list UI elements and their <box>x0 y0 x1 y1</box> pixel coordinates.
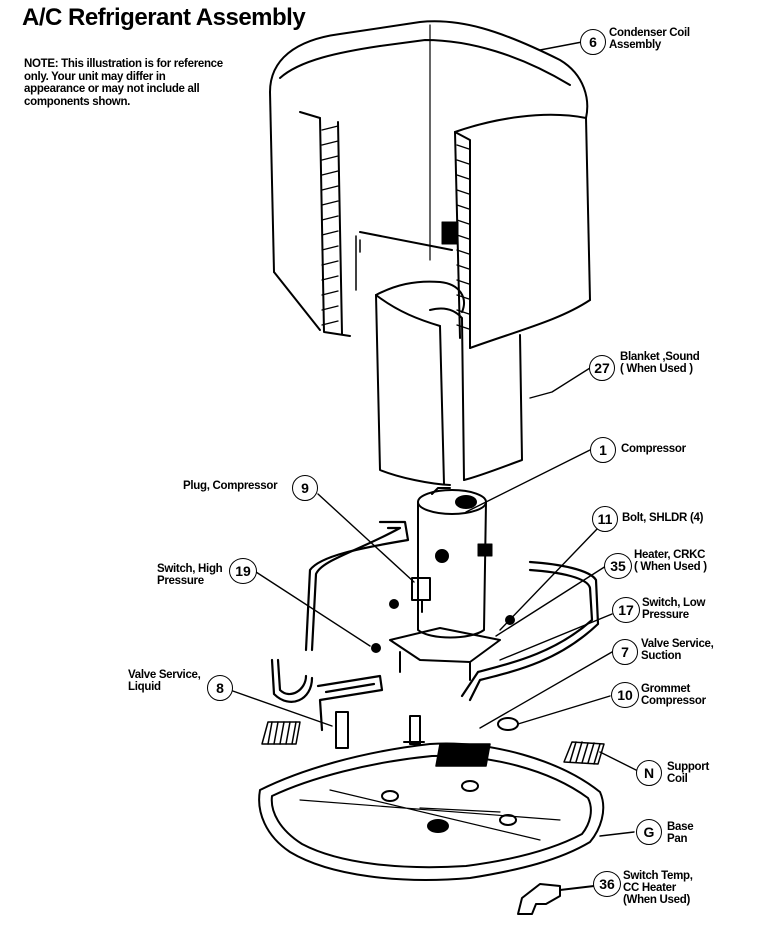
callout-number-19: 19 <box>229 558 257 584</box>
callout-number-17: 17 <box>612 597 640 623</box>
callout-label-sound-blanket: Blanket ,Sound( When Used ) <box>620 351 700 375</box>
compressor-drawing <box>389 487 493 639</box>
callout-number-N: N <box>636 760 662 786</box>
callout-number-27: 27 <box>589 355 615 381</box>
callout-number-36: 36 <box>593 871 621 897</box>
diagram-title: A/C Refrigerant Assembly <box>22 4 306 31</box>
condenser-coil-drawing <box>269 20 591 349</box>
refrigerant-tubing-drawing <box>270 520 600 732</box>
callout-number-G: G <box>636 819 662 845</box>
callout-number-1: 1 <box>590 437 616 463</box>
base-pan-drawing <box>258 742 605 881</box>
callout-label-bolt-shldr: Bolt, SHLDR (4) <box>622 512 704 524</box>
callout-label-valve-service-liquid: Valve Service,Liquid <box>128 669 201 693</box>
callout-label-plug-compressor: Plug, Compressor <box>183 480 278 492</box>
support-coil-drawing <box>261 721 605 767</box>
callout-number-10: 10 <box>611 682 639 708</box>
callout-number-9: 9 <box>292 475 318 501</box>
callout-label-valve-service-suction: Valve Service,Suction <box>641 638 714 662</box>
reference-note: NOTE: This illustration is for reference… <box>24 58 223 108</box>
callout-label-heater-crkc: Heater, CRKC( When Used ) <box>634 549 707 573</box>
service-valves-drawing <box>335 711 519 749</box>
compressor-mount-drawing <box>371 615 515 681</box>
callout-number-8: 8 <box>207 675 233 701</box>
sound-blanket-drawing <box>375 280 523 486</box>
callout-label-compressor: Compressor <box>621 443 686 455</box>
callout-number-7: 7 <box>612 639 638 665</box>
leader-lines <box>229 41 637 837</box>
callout-number-6: 6 <box>580 29 606 55</box>
callout-number-11: 11 <box>592 506 618 532</box>
switch-temp-drawing <box>517 883 595 915</box>
callout-label-switch-temp: Switch Temp,CC Heater(When Used) <box>623 870 693 906</box>
callout-number-35: 35 <box>604 553 632 579</box>
